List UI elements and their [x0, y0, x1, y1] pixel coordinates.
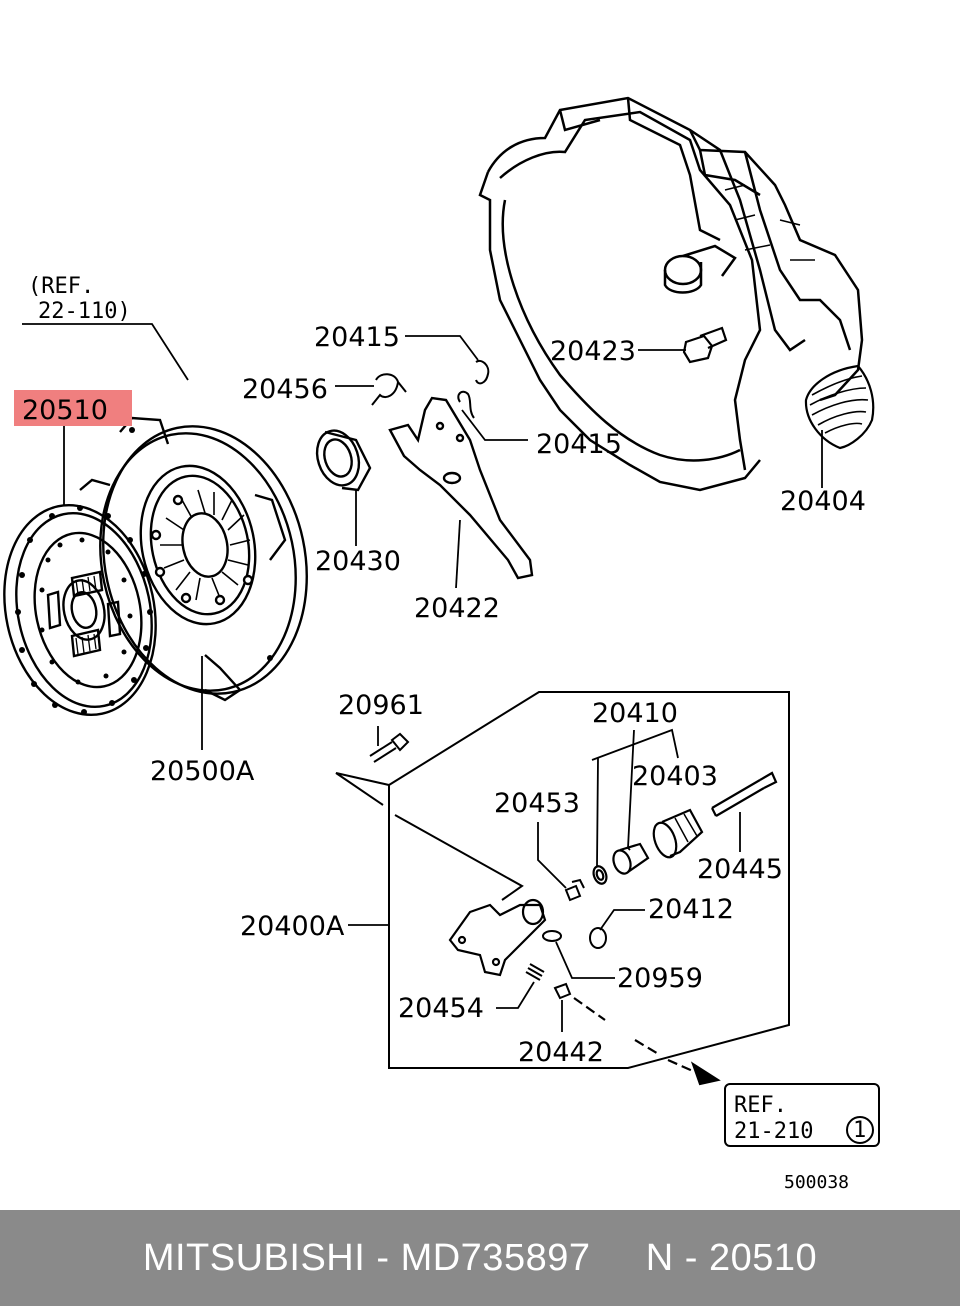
ref-bottom-circled: 1 — [853, 1118, 866, 1143]
label-20415-bottom: 20415 — [536, 429, 622, 460]
label-20456: 20456 — [242, 374, 328, 405]
transmission-housing — [478, 96, 864, 492]
label-20412: 20412 — [648, 894, 734, 925]
boot-20403 — [652, 808, 704, 859]
label-20404: 20404 — [780, 486, 866, 517]
part-20412 — [589, 927, 607, 949]
pressure-plate-20500A — [79, 416, 308, 702]
highlight-box — [14, 390, 132, 426]
clip-20415b — [457, 390, 475, 419]
ref-bottom-box: REF. 21-210 1 — [724, 1083, 880, 1147]
label-20415-top: 20415 — [314, 322, 400, 353]
label-20453: 20453 — [494, 788, 580, 819]
piston-20410 — [592, 842, 650, 885]
part-20959 — [542, 930, 562, 942]
label-20959: 20959 — [617, 963, 703, 994]
boot-20404 — [804, 364, 875, 450]
release-cylinder-20400A — [448, 898, 547, 977]
release-bearing-20430 — [315, 429, 372, 492]
label-20454: 20454 — [398, 993, 484, 1024]
clip-20415a — [475, 360, 490, 385]
label-20403: 20403 — [632, 761, 718, 792]
label-20400A: 20400A — [240, 911, 345, 942]
label-20961: 20961 — [338, 690, 424, 721]
assembly-box-20400A — [335, 691, 790, 1069]
part-20442 — [553, 982, 572, 1000]
release-fork-20422 — [388, 396, 534, 580]
ref-bottom-line1: REF. — [734, 1093, 787, 1118]
leader-lines — [22, 323, 823, 1032]
ref-top-line1: (REF. — [28, 274, 94, 299]
label-20442: 20442 — [518, 1037, 604, 1068]
footer-bar: MITSUBISHI - MD735897 N - 20510 — [0, 1210, 960, 1306]
label-20445: 20445 — [697, 854, 783, 885]
bolt-20423 — [682, 326, 728, 364]
bolt-20961 — [369, 732, 410, 763]
label-20500A: 20500A — [150, 756, 255, 787]
bleeder-20453 — [564, 878, 585, 902]
label-20410: 20410 — [592, 698, 678, 729]
label-20430: 20430 — [315, 546, 401, 577]
arrow-to-ref — [573, 997, 721, 1086]
label-20510: 20510 — [22, 395, 108, 426]
spring-20454 — [525, 963, 545, 981]
diagram-code: 500038 — [784, 1172, 849, 1193]
label-20422: 20422 — [414, 593, 500, 624]
label-20423: 20423 — [550, 336, 636, 367]
ref-bottom-line2: 21-210 — [734, 1119, 813, 1144]
ref-top-line2: 22-110) — [38, 299, 131, 324]
footer-part-info: MITSUBISHI - MD735897 N - 20510 — [142, 1236, 818, 1279]
clutch-parts-diagram: (REF. 22-110) 20510 20500A 20415 20456 2… — [3, 96, 880, 1193]
push-rod-20445 — [711, 771, 778, 817]
clip-20456 — [371, 373, 407, 406]
clutch-disc-20510 — [3, 503, 157, 717]
